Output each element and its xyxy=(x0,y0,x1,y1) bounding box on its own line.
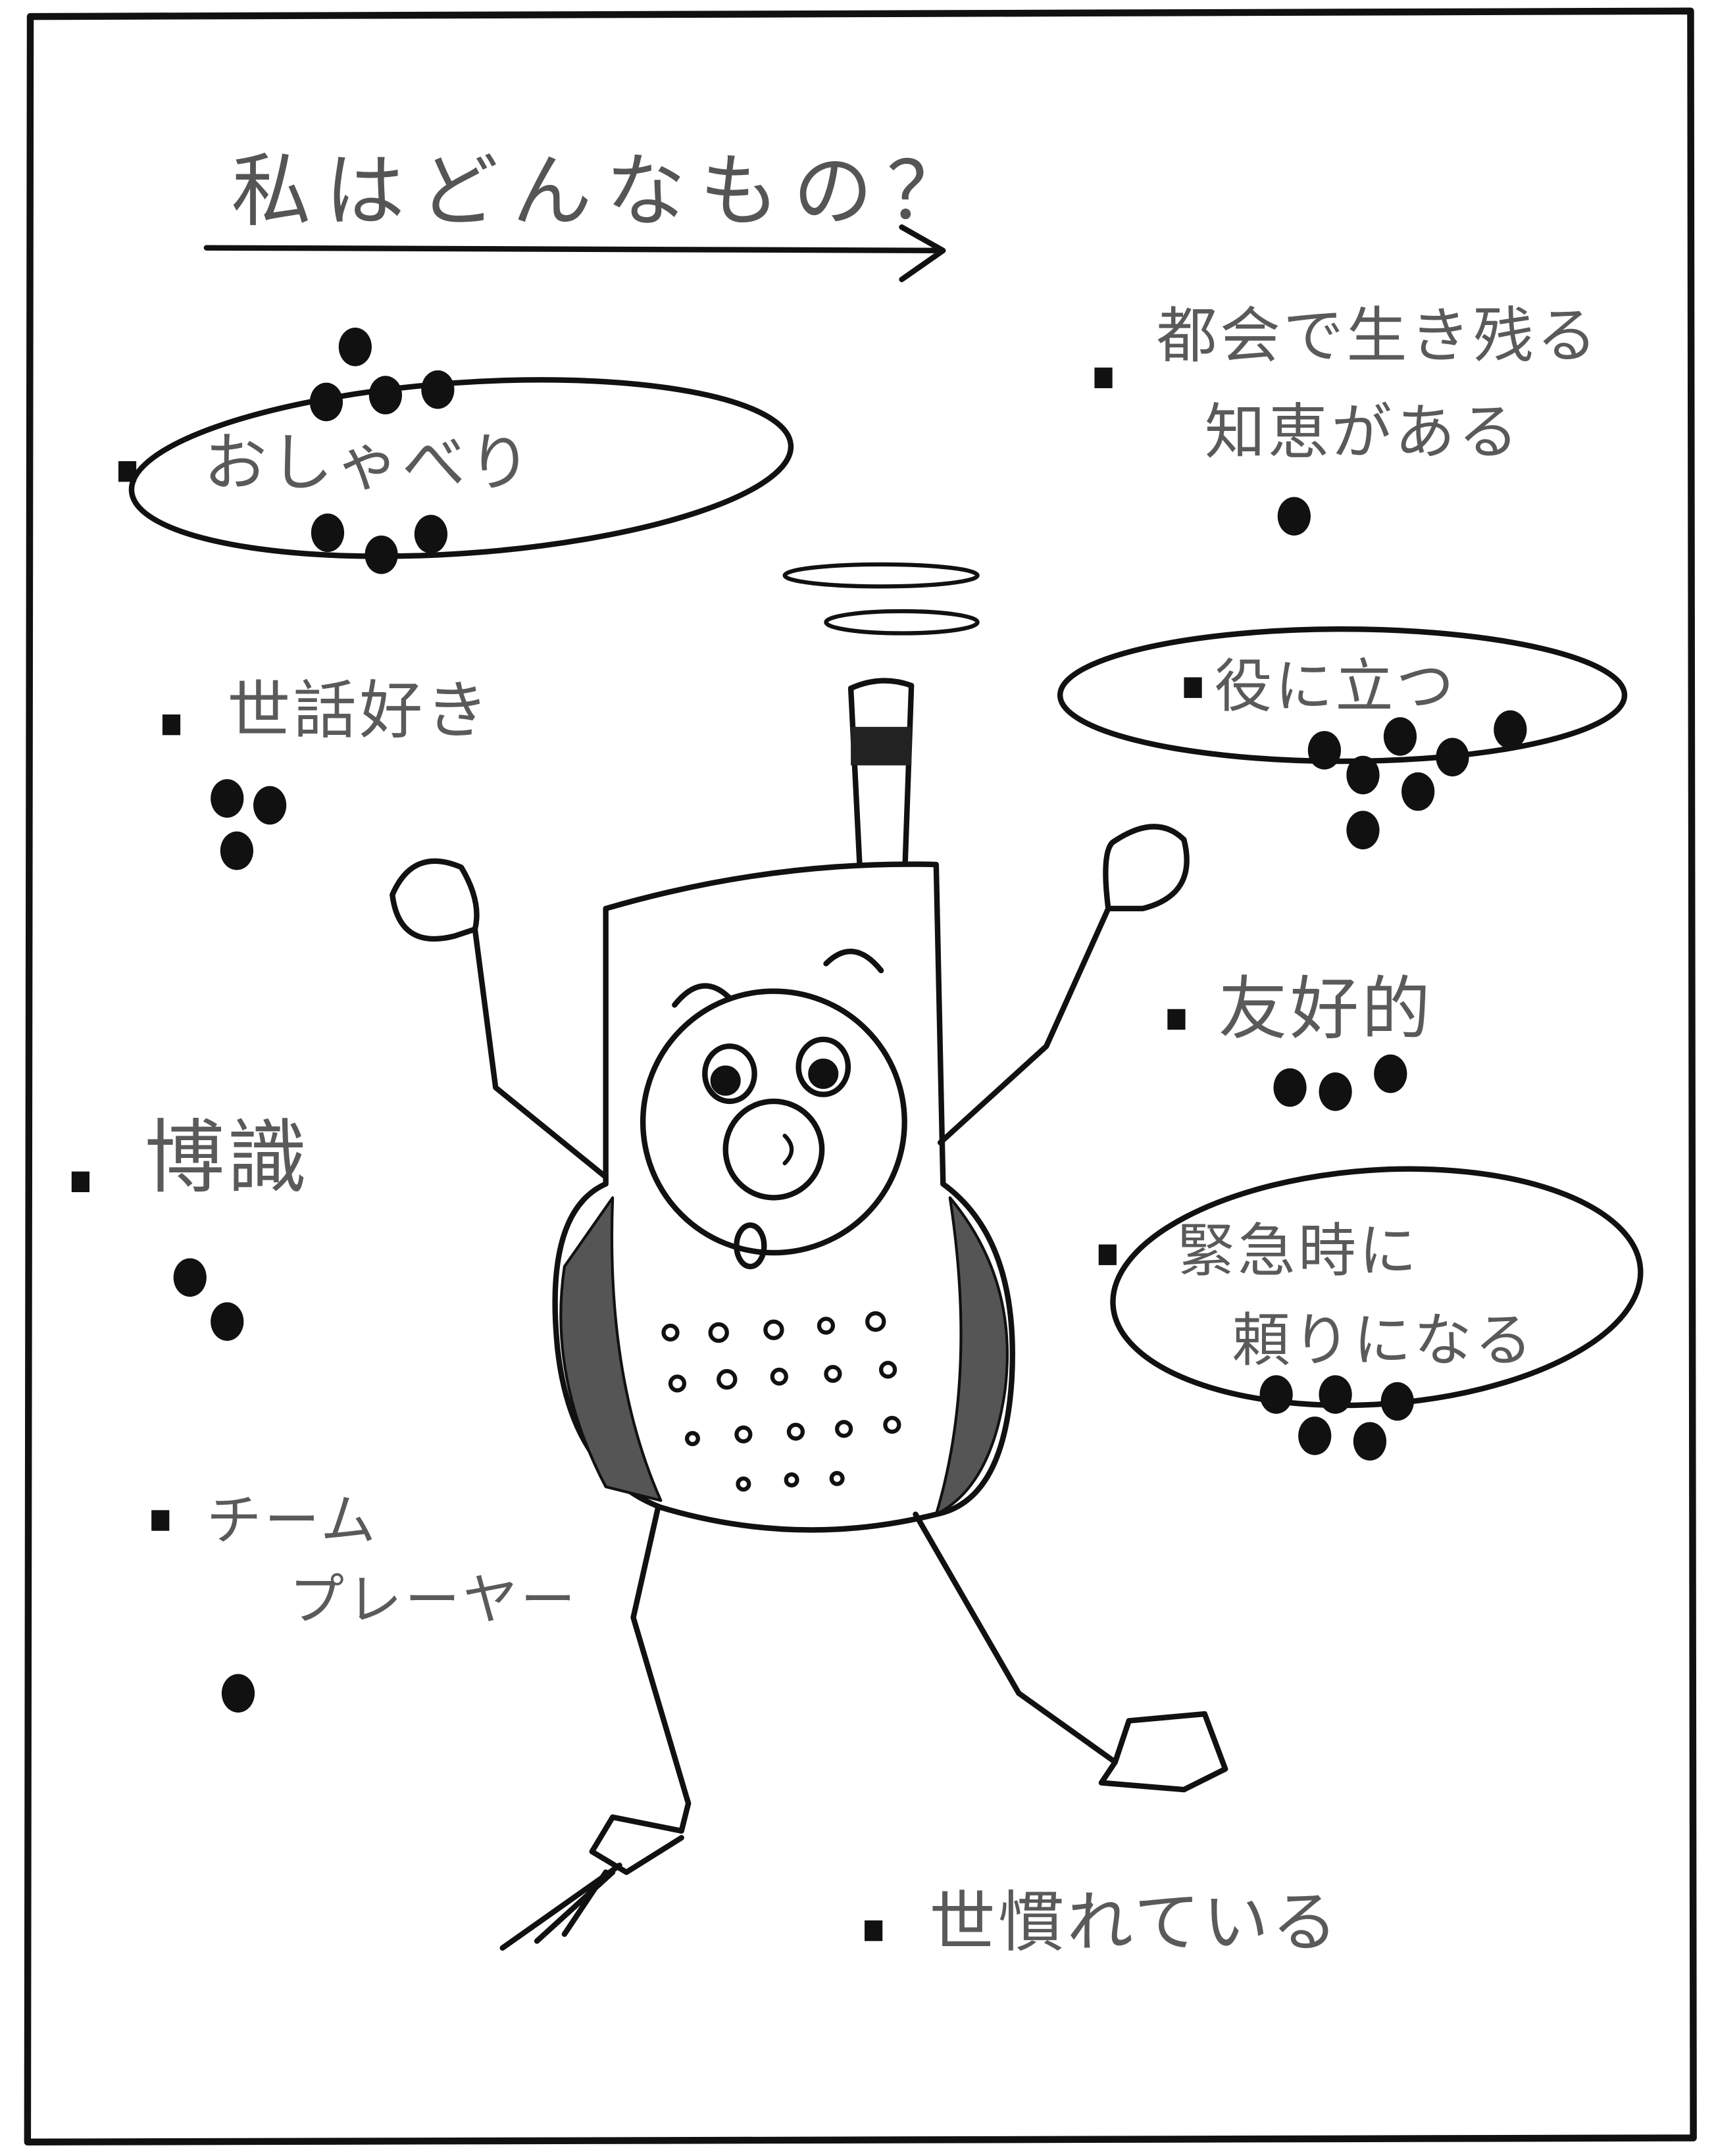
speaker-holes xyxy=(661,1311,901,1492)
trait-label: プレーヤー xyxy=(289,1569,578,1633)
circle-役に立つ xyxy=(1057,626,1628,765)
vote-dot xyxy=(1374,1054,1407,1093)
vote-dot xyxy=(1383,717,1417,756)
bullet-icon xyxy=(151,1510,170,1531)
vote-dot xyxy=(220,831,254,870)
vote-dot xyxy=(221,1674,255,1713)
vote-dot xyxy=(1319,1375,1352,1414)
vote-dot xyxy=(368,376,402,414)
vote-dot xyxy=(1494,710,1527,749)
trait-label: チーム xyxy=(206,1489,379,1553)
vote-dot xyxy=(1319,1072,1352,1111)
bullet-icon xyxy=(1167,1009,1186,1030)
vote-dot xyxy=(365,535,398,574)
bullet-icon xyxy=(1094,367,1113,389)
vote-dot xyxy=(421,370,455,409)
vote-dot xyxy=(1380,1382,1414,1421)
trait-label: おしゃべり xyxy=(203,425,534,500)
vote-dot xyxy=(1401,772,1435,811)
trait-label: 博識 xyxy=(144,1111,310,1205)
vote-dot xyxy=(414,514,448,554)
trait-label: 都会で生き残る xyxy=(1156,301,1600,372)
vote-dot xyxy=(1273,1068,1307,1107)
vote-dot xyxy=(173,1258,207,1297)
circle-おしゃべり xyxy=(128,377,794,559)
trait-label: 世話好き xyxy=(227,673,492,748)
vote-dot xyxy=(1298,1416,1332,1455)
trait-label: 役に立つ xyxy=(1214,652,1457,720)
vote-dot xyxy=(1259,1375,1293,1414)
vote-dot xyxy=(1436,738,1469,777)
vote-dot xyxy=(1307,731,1341,770)
vote-dot xyxy=(1346,811,1380,850)
vote-dots xyxy=(173,327,1527,1713)
circle-緊急時 xyxy=(1110,1166,1644,1409)
bullet-icon xyxy=(865,1920,883,1942)
vote-dot xyxy=(311,513,345,553)
vote-dot xyxy=(211,779,244,818)
bullet-icon xyxy=(162,714,181,736)
vote-dot xyxy=(309,382,343,422)
bullet-icon xyxy=(71,1171,90,1193)
walkie-talkie-character xyxy=(390,562,1228,1951)
trait-label: 友好的 xyxy=(1218,969,1434,1049)
vote-dot xyxy=(253,786,287,825)
bullet-icon xyxy=(1184,677,1202,698)
vote-dot xyxy=(1353,1422,1387,1461)
vote-dot xyxy=(211,1302,244,1341)
trait-label: 緊急時に xyxy=(1177,1216,1420,1285)
vote-dot xyxy=(1277,497,1311,536)
page-border xyxy=(24,7,1697,2146)
trait-label: 頼りになる xyxy=(1232,1306,1536,1374)
title-arrow xyxy=(203,224,946,282)
vote-dot xyxy=(338,327,372,366)
bullet-icon xyxy=(118,461,137,482)
page-title: 私はどんなもの？ xyxy=(231,144,980,238)
vote-dot xyxy=(1346,755,1380,795)
trait-label: 世慣れている xyxy=(929,1884,1341,1962)
trait-label: 知恵がある xyxy=(1204,397,1522,468)
bullet-icon xyxy=(1098,1244,1117,1265)
